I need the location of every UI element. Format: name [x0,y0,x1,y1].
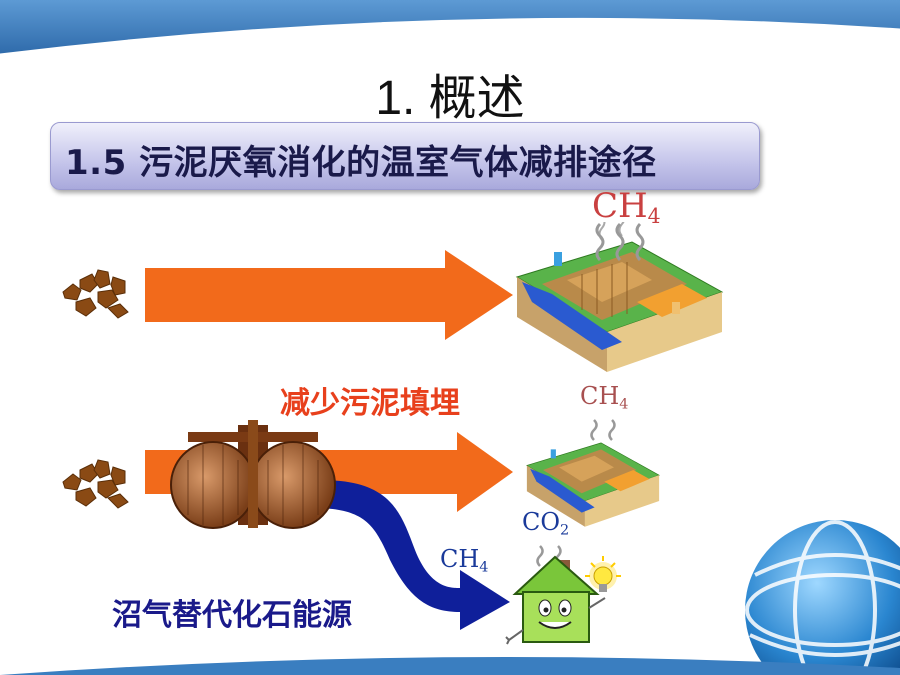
page-title: 1. 概述 [375,72,525,125]
biogas-arrow [320,480,510,630]
ch4-label-top: CH4 [592,186,661,229]
reduce-landfill-label: 减少污泥填埋 [280,386,460,421]
globe-decoration [745,520,900,675]
ch4-label-middle: CH4 [580,382,629,413]
house-lightbulb-icon [505,555,621,645]
bottom-decorative-band [0,657,900,675]
top-decorative-band [0,0,900,57]
sludge-icon-top [62,269,129,319]
landfill-illustration-small [526,442,660,527]
co2-label: CO2 [522,508,570,539]
subtitle-text: 1.5 污泥厌氧消化的温室气体减排途径 [65,143,657,183]
sludge-icon-bottom [62,459,129,509]
ch4-label-bottom: CH4 [440,545,489,576]
landfill-illustration-large [515,222,724,372]
gas-wisp-middle [590,419,616,441]
biogas-replace-label: 沼气替代化石能源 [112,598,352,633]
subtitle-bar: 1.5 污泥厌氧消化的温室气体减排途径 [50,122,760,190]
landfill-arrow [145,250,513,340]
gas-wisp-top [595,222,645,262]
anaerobic-digester [170,420,336,529]
